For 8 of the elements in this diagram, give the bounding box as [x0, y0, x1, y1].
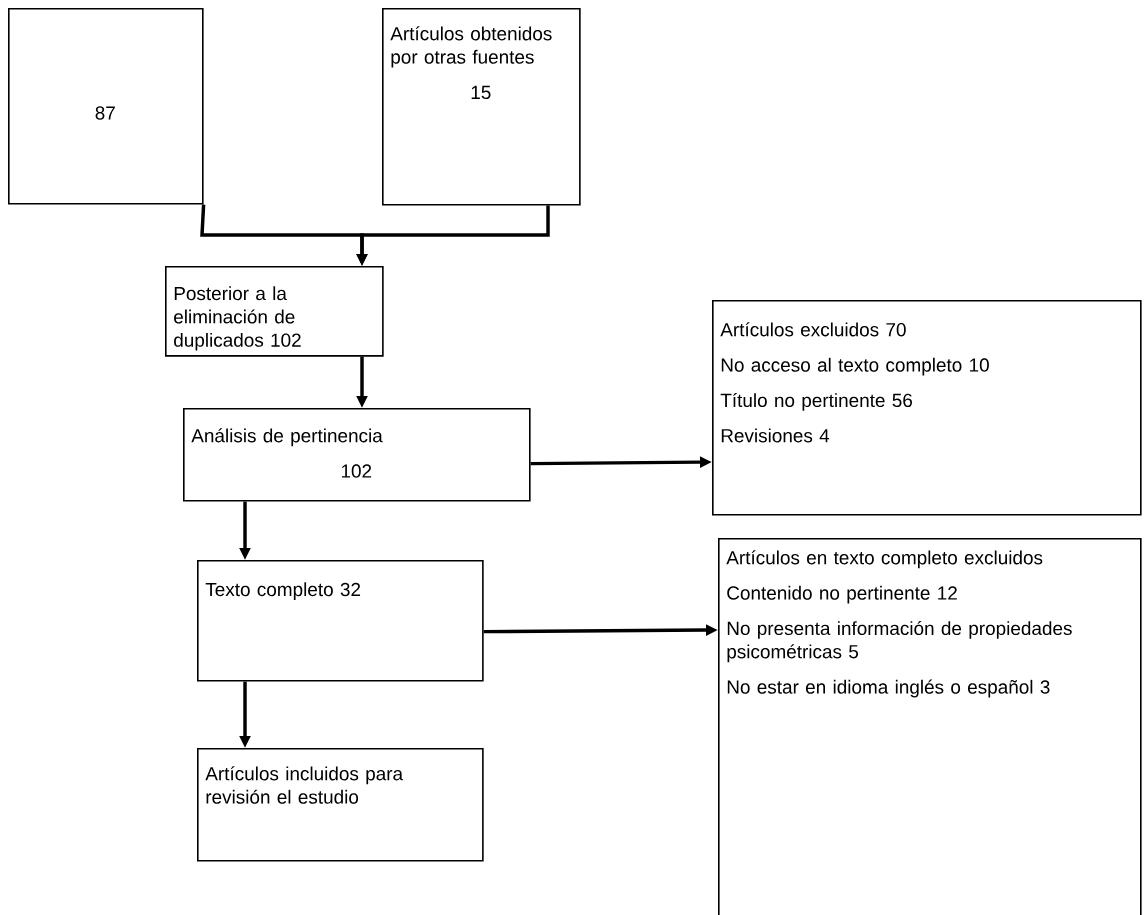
- process-box: Análisis de pertinencia 102: [183, 408, 531, 502]
- process-box: Artículos obtenidos por otras fuentes 15: [382, 8, 581, 206]
- process-box: Artículos en texto completo excluidos Contenido no pertinente 12 No presenta información de propiedades psicométricas 5 No estar en idioma inglés o español 3: [718, 538, 1142, 915]
- process-box: Artículos incluidos para revisión el estudio: [197, 748, 484, 862]
- process-box: Texto completo 32: [197, 560, 484, 682]
- process-box: 87: [8, 8, 204, 205]
- process-box: Posterior a la eliminación de duplicados 102: [165, 266, 384, 357]
- process-box: Artículos excluidos 70 No acceso al texto completo 10 Título no pertinente 56 Revisiones 4: [712, 300, 1142, 516]
